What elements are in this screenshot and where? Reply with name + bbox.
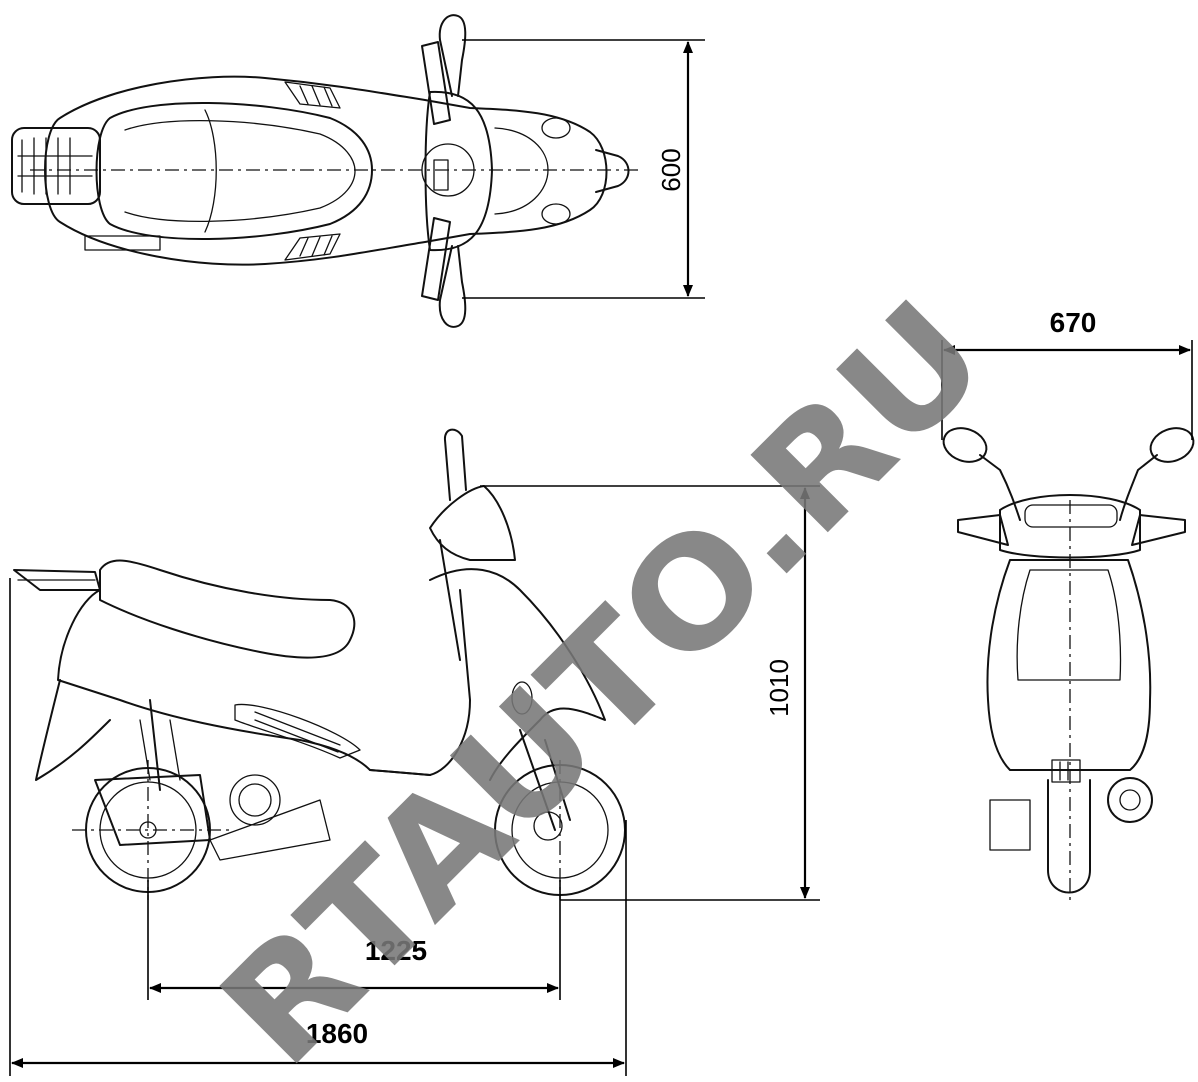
dimension-length-label: 1860	[306, 1018, 368, 1049]
side-seat	[99, 559, 356, 659]
front-mirrors	[942, 427, 1195, 521]
watermark-text: RTAUTO.RU	[189, 269, 1019, 1082]
front-view	[942, 427, 1195, 905]
top-rear-rack	[11, 127, 101, 205]
dimension-wheelbase-label: 1225	[365, 935, 427, 966]
top-view	[11, 14, 640, 328]
side-front-shield	[429, 568, 606, 781]
dimension-width-front-label: 670	[1050, 307, 1097, 338]
top-headset	[421, 90, 630, 252]
front-handlebar	[957, 514, 1186, 546]
top-side-vents	[84, 81, 341, 261]
dimension-lines	[9, 39, 1193, 1076]
side-handlebar	[429, 428, 516, 561]
side-floorboard	[369, 589, 471, 776]
side-engine	[94, 699, 331, 861]
front-tyre	[1047, 779, 1091, 894]
top-seat	[95, 102, 373, 240]
dimension-width-top-label: 600	[656, 148, 686, 191]
side-rear-body	[57, 589, 431, 776]
front-body	[986, 559, 1152, 771]
top-handlebars	[421, 14, 467, 328]
top-body-outline	[44, 75, 608, 266]
dimension-height-label: 1010	[764, 659, 794, 717]
